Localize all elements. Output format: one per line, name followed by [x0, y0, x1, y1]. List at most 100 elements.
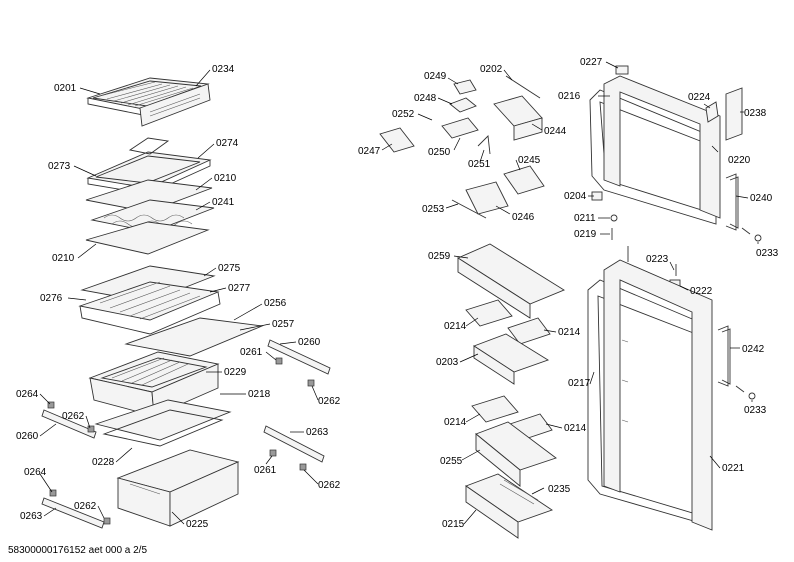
label-0264-upper: 0264 [16, 389, 39, 400]
label-0240: 0240 [750, 193, 773, 204]
label-0276: 0276 [40, 293, 63, 304]
label-0223: 0223 [646, 254, 669, 265]
part-labels: 0201 0234 0273 0274 0210 0241 0210 0275 … [16, 57, 779, 530]
label-0274: 0274 [216, 138, 239, 149]
label-0273: 0273 [48, 161, 71, 172]
label-0263-left: 0263 [20, 511, 43, 522]
part-0249-box [453, 79, 477, 95]
label-0252: 0252 [392, 109, 415, 120]
part-0263-rail-left [41, 497, 105, 529]
label-0214-lower-right: 0214 [564, 423, 587, 434]
part-0245-bin [503, 165, 545, 195]
part-0260-rail-left [41, 409, 97, 439]
part-0227-cap [615, 65, 629, 75]
label-0204: 0204 [564, 191, 587, 202]
label-0227: 0227 [580, 57, 603, 68]
label-0210-lower: 0210 [52, 253, 75, 264]
label-0260-left: 0260 [16, 431, 39, 442]
label-0263-right: 0263 [306, 427, 329, 438]
label-0262-right-upper: 0262 [318, 396, 341, 407]
label-0257: 0257 [272, 319, 295, 330]
label-0214-upper-right: 0214 [558, 327, 581, 338]
label-0201: 0201 [54, 83, 77, 94]
leader-lines [39, 61, 759, 525]
part-0263-rail-right [263, 425, 325, 463]
label-0203: 0203 [436, 357, 459, 368]
label-0235: 0235 [548, 484, 571, 495]
label-0255: 0255 [440, 456, 463, 467]
label-0259: 0259 [428, 251, 451, 262]
label-0249: 0249 [424, 71, 447, 82]
part-0225-bottom-drawer [116, 449, 240, 527]
label-0275: 0275 [218, 263, 241, 274]
label-0229: 0229 [224, 367, 247, 378]
part-0240-handle-upper [725, 173, 739, 231]
label-0241: 0241 [212, 197, 235, 208]
part-small-clips [47, 357, 315, 525]
label-0238: 0238 [744, 108, 767, 119]
label-0218: 0218 [248, 389, 271, 400]
label-0261-upper: 0261 [240, 347, 263, 358]
label-0221: 0221 [722, 463, 745, 474]
part-0210-glass-shelf-lower [85, 221, 210, 255]
label-0225: 0225 [186, 519, 209, 530]
label-0264-lower: 0264 [24, 467, 47, 478]
label-0215: 0215 [442, 519, 465, 530]
part-0251-hook [477, 135, 491, 155]
label-0242: 0242 [742, 344, 765, 355]
label-0262-right-lower: 0262 [318, 480, 341, 491]
label-0233-lower: 0233 [744, 405, 767, 416]
label-0211: 0211 [574, 213, 596, 224]
part-0233-screws [735, 227, 762, 400]
part-0259-door-balcony [457, 243, 565, 319]
document-reference-footer: 58300000176152 aet 000 a 2/5 [8, 545, 147, 556]
part-0221-lower-door [603, 259, 713, 531]
part-0238-hinge [725, 87, 743, 141]
label-0228: 0228 [92, 457, 115, 468]
label-0210-upper: 0210 [214, 173, 237, 184]
label-0244: 0244 [544, 126, 567, 137]
label-0248: 0248 [414, 93, 437, 104]
label-0214-lower-left: 0214 [444, 417, 467, 428]
label-0233-upper: 0233 [756, 248, 779, 259]
part-0246-bin [465, 181, 509, 215]
part-0214-egg-trays-upper [465, 299, 551, 345]
part-0234-front-flap [139, 83, 211, 127]
label-0202: 0202 [480, 64, 503, 75]
part-0276-flap-assembly [78, 265, 221, 335]
part-0242-handle-lower [717, 325, 731, 387]
label-0222: 0222 [690, 286, 713, 297]
label-0245: 0245 [518, 155, 541, 166]
part-0203-bin [473, 333, 550, 385]
label-0217: 0217 [568, 378, 591, 389]
label-0251: 0251 [468, 159, 491, 170]
label-0262-left-lower: 0262 [74, 501, 97, 512]
part-0255-bin [475, 421, 557, 487]
label-0261-lower: 0261 [254, 465, 277, 476]
label-0260-right: 0260 [298, 337, 321, 348]
part-0256-glass-panel [124, 317, 264, 357]
label-0214-upper-left: 0214 [444, 321, 467, 332]
part-0250-egg-insert [441, 117, 479, 139]
label-0277: 0277 [228, 283, 251, 294]
part-0215-bin [465, 473, 553, 539]
label-0234: 0234 [212, 64, 235, 75]
part-0228-tray [94, 399, 232, 447]
label-0219: 0219 [574, 229, 597, 240]
label-0216: 0216 [558, 91, 581, 102]
label-0247: 0247 [358, 146, 381, 157]
part-0253-rod [451, 199, 487, 219]
part-0248-box [449, 97, 477, 113]
part-0244-bin [493, 95, 543, 141]
label-0253: 0253 [422, 204, 445, 215]
part-0220-upper-door [603, 75, 721, 219]
label-0250: 0250 [428, 147, 451, 158]
label-0256: 0256 [264, 298, 287, 309]
label-0220: 0220 [728, 155, 751, 166]
label-0262-left-upper: 0262 [62, 411, 85, 422]
part-0260-rail-right [267, 339, 331, 375]
label-0224: 0224 [688, 92, 711, 103]
label-0246: 0246 [512, 212, 535, 223]
part-0211-0219-screws [610, 214, 629, 262]
